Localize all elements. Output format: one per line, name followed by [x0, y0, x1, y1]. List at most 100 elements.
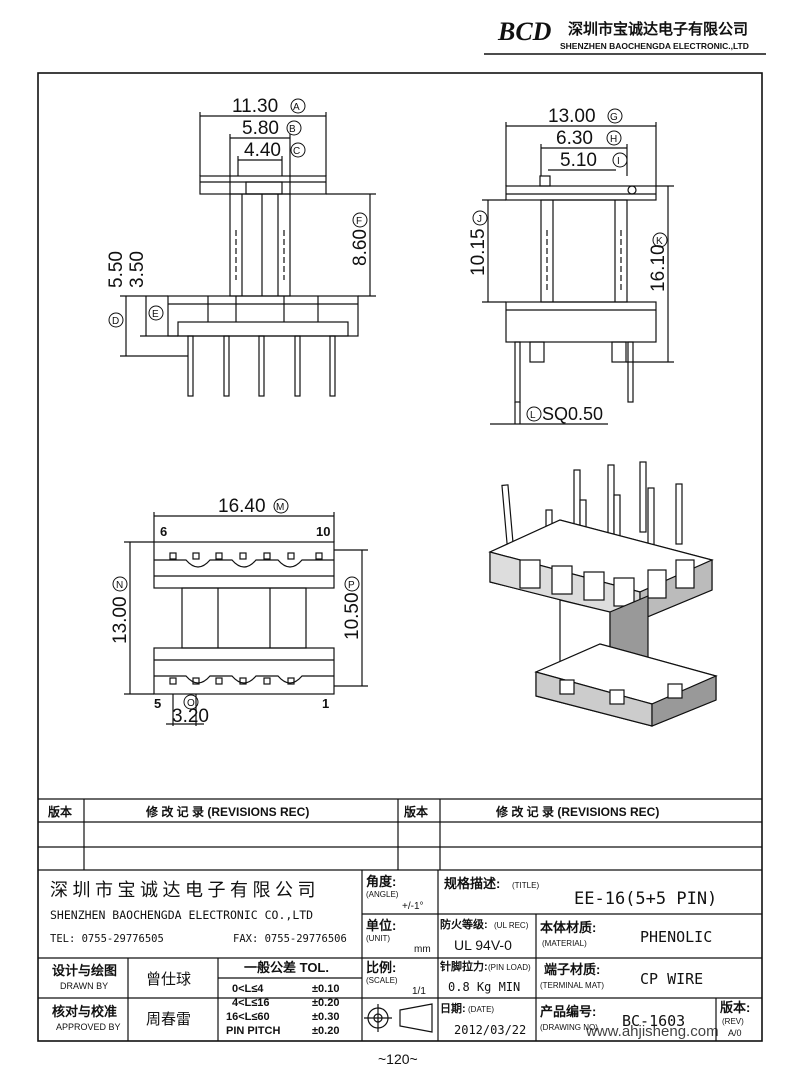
side-view [482, 122, 674, 425]
title-sub: (TITLE) [512, 881, 539, 890]
dim-h-marker: H [610, 134, 617, 145]
scale-label: 比例: [366, 960, 396, 975]
dim-n-marker: N [116, 580, 123, 591]
date-label: 日期: [440, 1001, 466, 1015]
rev-col-ver-left: 版本 [48, 804, 72, 819]
title-block: 深 圳 市 宝 诚 达 电 子 有 限 公 司 SHENZHEN BAOCHEN… [50, 874, 750, 1040]
dim-c-marker: C [293, 146, 300, 157]
rev-label: 版本: [720, 1000, 750, 1015]
dim-b-marker: B [289, 124, 296, 135]
material-label: 本体材质: [540, 920, 596, 935]
drawing-no-sub: (DRAWING NO) [540, 1023, 598, 1032]
tolerance-value-3: ±0.30 [312, 1011, 339, 1023]
ul-label: 防火等级: [440, 917, 488, 931]
scale-value: 1/1 [412, 986, 426, 997]
dim-n-value: 13.00 [110, 596, 131, 644]
tolerance-range-2: 4<L≤16 [232, 997, 270, 1009]
header: BCD 深圳市宝诚达电子有限公司 SHENZHEN BAOCHENGDA ELE… [484, 17, 766, 55]
approved-by-sub: APPROVED BY [56, 1022, 121, 1032]
dim-i-marker: I [617, 156, 620, 167]
pin-1-label: 1 [322, 696, 329, 711]
dim-d-value: 5.50 [106, 251, 127, 288]
drawn-by-name: 曾仕球 [146, 971, 191, 988]
dim-f-value: 8.60 [350, 229, 371, 266]
dim-e-value: 3.50 [127, 251, 148, 288]
side-view-labels: 13.00 G 6.30 H 5.10 I 10.15 J 16.10 K L … [468, 106, 669, 424]
angle-sub: (ANGLE) [366, 890, 399, 899]
dim-k-value: 16.10 [648, 244, 669, 292]
tolerance-value-2: ±0.20 [312, 997, 339, 1009]
dim-m-marker: M [276, 502, 284, 513]
date-sub: (DATE) [468, 1005, 494, 1014]
rev-col-ver-right: 版本 [404, 804, 428, 819]
angle-value: +/-1° [402, 901, 424, 912]
scale-sub: (SCALE) [366, 976, 398, 985]
dim-o-value: 3.20 [172, 706, 209, 727]
ul-value: UL 94V-0 [454, 937, 512, 953]
dim-j-value: 10.15 [468, 228, 489, 276]
dim-b-value: 5.80 [242, 118, 279, 139]
title-value: EE-16(5+5 PIN) [574, 889, 717, 909]
drawing-no-label: 产品编号: [540, 1004, 596, 1019]
dim-d-marker: D [112, 316, 119, 327]
material-sub: (MATERIAL) [542, 939, 587, 948]
terminal-value: CP WIRE [640, 970, 703, 988]
dim-h-value: 6.30 [556, 128, 593, 149]
dim-j-marker: J [477, 214, 482, 225]
rev-col-rec-right: 修 改 记 录 (REVISIONS REC) [495, 804, 659, 819]
pin-5-label: 5 [154, 696, 161, 711]
company-tel: TEL: 0755-29776505 [50, 933, 164, 945]
dim-m-value: 16.40 [218, 496, 266, 517]
pin-load-sub: (PIN LOAD) [488, 963, 531, 972]
title-label: 规格描述: [444, 876, 500, 891]
dim-a-value: 11.30 [232, 96, 278, 117]
approved-by-name: 周春雷 [146, 1011, 191, 1028]
page-number: ~120~ [378, 1051, 418, 1067]
dim-i-value: 5.10 [560, 150, 597, 171]
rev-value: A/0 [728, 1028, 742, 1038]
company-logo: BCD [497, 17, 552, 46]
company-name-cn: 深 圳 市 宝 诚 达 电 子 有 限 公 司 [50, 880, 316, 900]
dim-f-marker: F [356, 216, 362, 227]
outer-frame [37, 72, 763, 1042]
tolerance-range-3: 16<L≤60 [226, 1011, 270, 1023]
pin-10-label: 10 [316, 524, 330, 539]
tolerance-title: 一般公差 TOL. [244, 960, 329, 975]
isometric-view [488, 461, 718, 727]
dim-e-marker: E [152, 309, 159, 320]
dim-g-marker: G [610, 112, 618, 123]
terminal-sub: (TERMINAL MAT) [540, 981, 604, 990]
revision-table-headers: 版本 修 改 记 录 (REVISIONS REC) 版本 修 改 记 录 (R… [48, 804, 659, 819]
unit-value: mm [414, 944, 431, 955]
terminal-label: 端子材质: [544, 962, 600, 977]
dim-p-marker: P [348, 580, 355, 591]
company-name-en: SHENZHEN BAOCHENGDA ELECTRONIC CO.,LTD [50, 908, 313, 922]
tolerance-range-1: 0<L≤4 [232, 983, 264, 995]
bottom-view-labels: 16.40 M 6 10 5 1 13.00 N 10.50 P O 3.20 [110, 496, 363, 727]
dim-l-value: SQ0.50 [542, 404, 603, 424]
pin-6-label: 6 [160, 524, 167, 539]
unit-sub: (UNIT) [366, 934, 390, 943]
unit-label: 单位: [366, 918, 396, 933]
tolerance-range-4: PIN PITCH [226, 1025, 280, 1037]
dim-g-value: 13.00 [548, 106, 596, 127]
tolerance-value-1: ±0.10 [312, 983, 339, 995]
dim-k-marker: K [656, 236, 663, 247]
rev-col-rec-left: 修 改 记 录 (REVISIONS REC) [145, 804, 309, 819]
date-value: 2012/03/22 [454, 1023, 526, 1037]
dim-l-marker: L [530, 410, 536, 421]
approved-by-label: 核对与校准 [52, 1004, 117, 1019]
revision-table [38, 798, 762, 871]
header-company-en: SHENZHEN BAOCHENGDA ELECTRONIC.,LTD [560, 41, 749, 51]
bottom-view [124, 512, 368, 726]
drawing-no-value: BC-1603 [622, 1012, 685, 1030]
header-company-cn: 深圳市宝诚达电子有限公司 [568, 20, 748, 38]
title-block-grid [38, 870, 762, 1041]
pin-load-label: 针脚拉力: [440, 959, 488, 973]
front-view-labels: 11.30 A 5.80 B 4.40 C 8.60 F 5.50 3.50 D… [106, 96, 371, 328]
pin-load-value: 0.8 Kg MIN [448, 980, 520, 994]
material-value: PHENOLIC [640, 928, 712, 946]
rev-sub: (REV) [722, 1017, 744, 1026]
drawn-by-label: 设计与绘图 [52, 963, 117, 978]
